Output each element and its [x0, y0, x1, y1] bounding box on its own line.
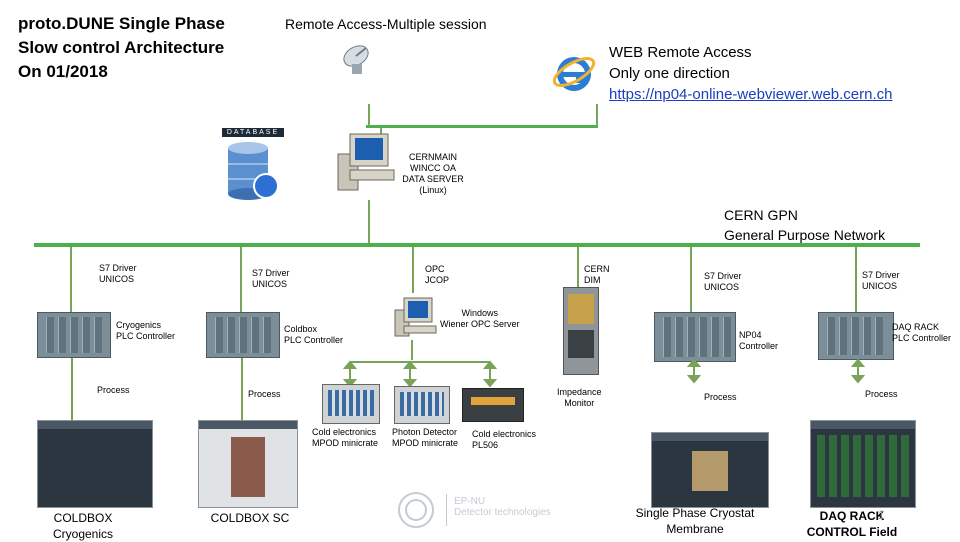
process-label-1: Process	[97, 385, 130, 395]
data-server-label: CERNMAIN WINCC OA DATA SERVER (Linux)	[402, 152, 464, 195]
daq-rack-plc	[818, 312, 894, 360]
drop-line-coldbox	[240, 247, 242, 312]
remote-access-label: Remote Access-Multiple session	[285, 16, 487, 32]
coldbox-plc	[206, 312, 280, 358]
internet-explorer-icon	[552, 57, 596, 91]
windows-opc-computer-icon	[394, 297, 437, 337]
process-label-3: Process	[704, 392, 737, 402]
photon-detector-mpod-crate	[394, 386, 450, 424]
remote-access-line	[366, 125, 598, 128]
process-label-4: Process	[865, 389, 898, 399]
satellite-dish-icon	[343, 45, 369, 74]
database-icon	[228, 142, 279, 200]
impedance-monitor-rack	[563, 287, 599, 375]
drop-line-opc	[412, 247, 414, 293]
cold-electronics-mpod-crate	[322, 384, 380, 424]
cern-gpn-label: CERN GPN General Purpose Network	[724, 207, 886, 243]
drop-line-dim	[577, 247, 579, 287]
webviewer-link[interactable]: https://np04-online-webviewer.web.cern.c…	[609, 86, 893, 103]
cern-logo-icon	[398, 492, 434, 528]
drop-line-np04	[690, 247, 692, 312]
slide-title: proto.DUNE Single Phase Slow control Arc…	[18, 14, 225, 81]
database-label: DATABASE	[222, 128, 284, 137]
cold-electronics-pl506	[462, 388, 524, 422]
data-server-computer-icon	[337, 133, 395, 191]
web-remote-access-text: WEB Remote Access Only one direction	[609, 44, 752, 82]
coldbox-cryogenics-screenshot	[37, 420, 153, 508]
server-to-gpn-line	[368, 200, 370, 244]
remote-access-link-line	[368, 104, 370, 126]
daq-rack-screenshot	[810, 420, 916, 508]
gpn-network-bus	[34, 243, 920, 247]
process-label-2: Process	[248, 389, 281, 399]
web-access-link-line	[596, 104, 598, 126]
cryostat-screenshot	[651, 432, 769, 508]
cryogenics-plc	[37, 312, 111, 358]
drop-line-daq	[855, 247, 857, 312]
coldbox-sc-screenshot	[198, 420, 298, 508]
coldbox-cryogenics-caption: COLDBOX Cryogenics	[52, 511, 114, 541]
coldbox-sc-caption: COLDBOX SC	[210, 511, 290, 525]
drop-line-cryo	[70, 247, 72, 312]
np04-plc	[654, 312, 736, 362]
page-number: 1	[878, 508, 885, 522]
